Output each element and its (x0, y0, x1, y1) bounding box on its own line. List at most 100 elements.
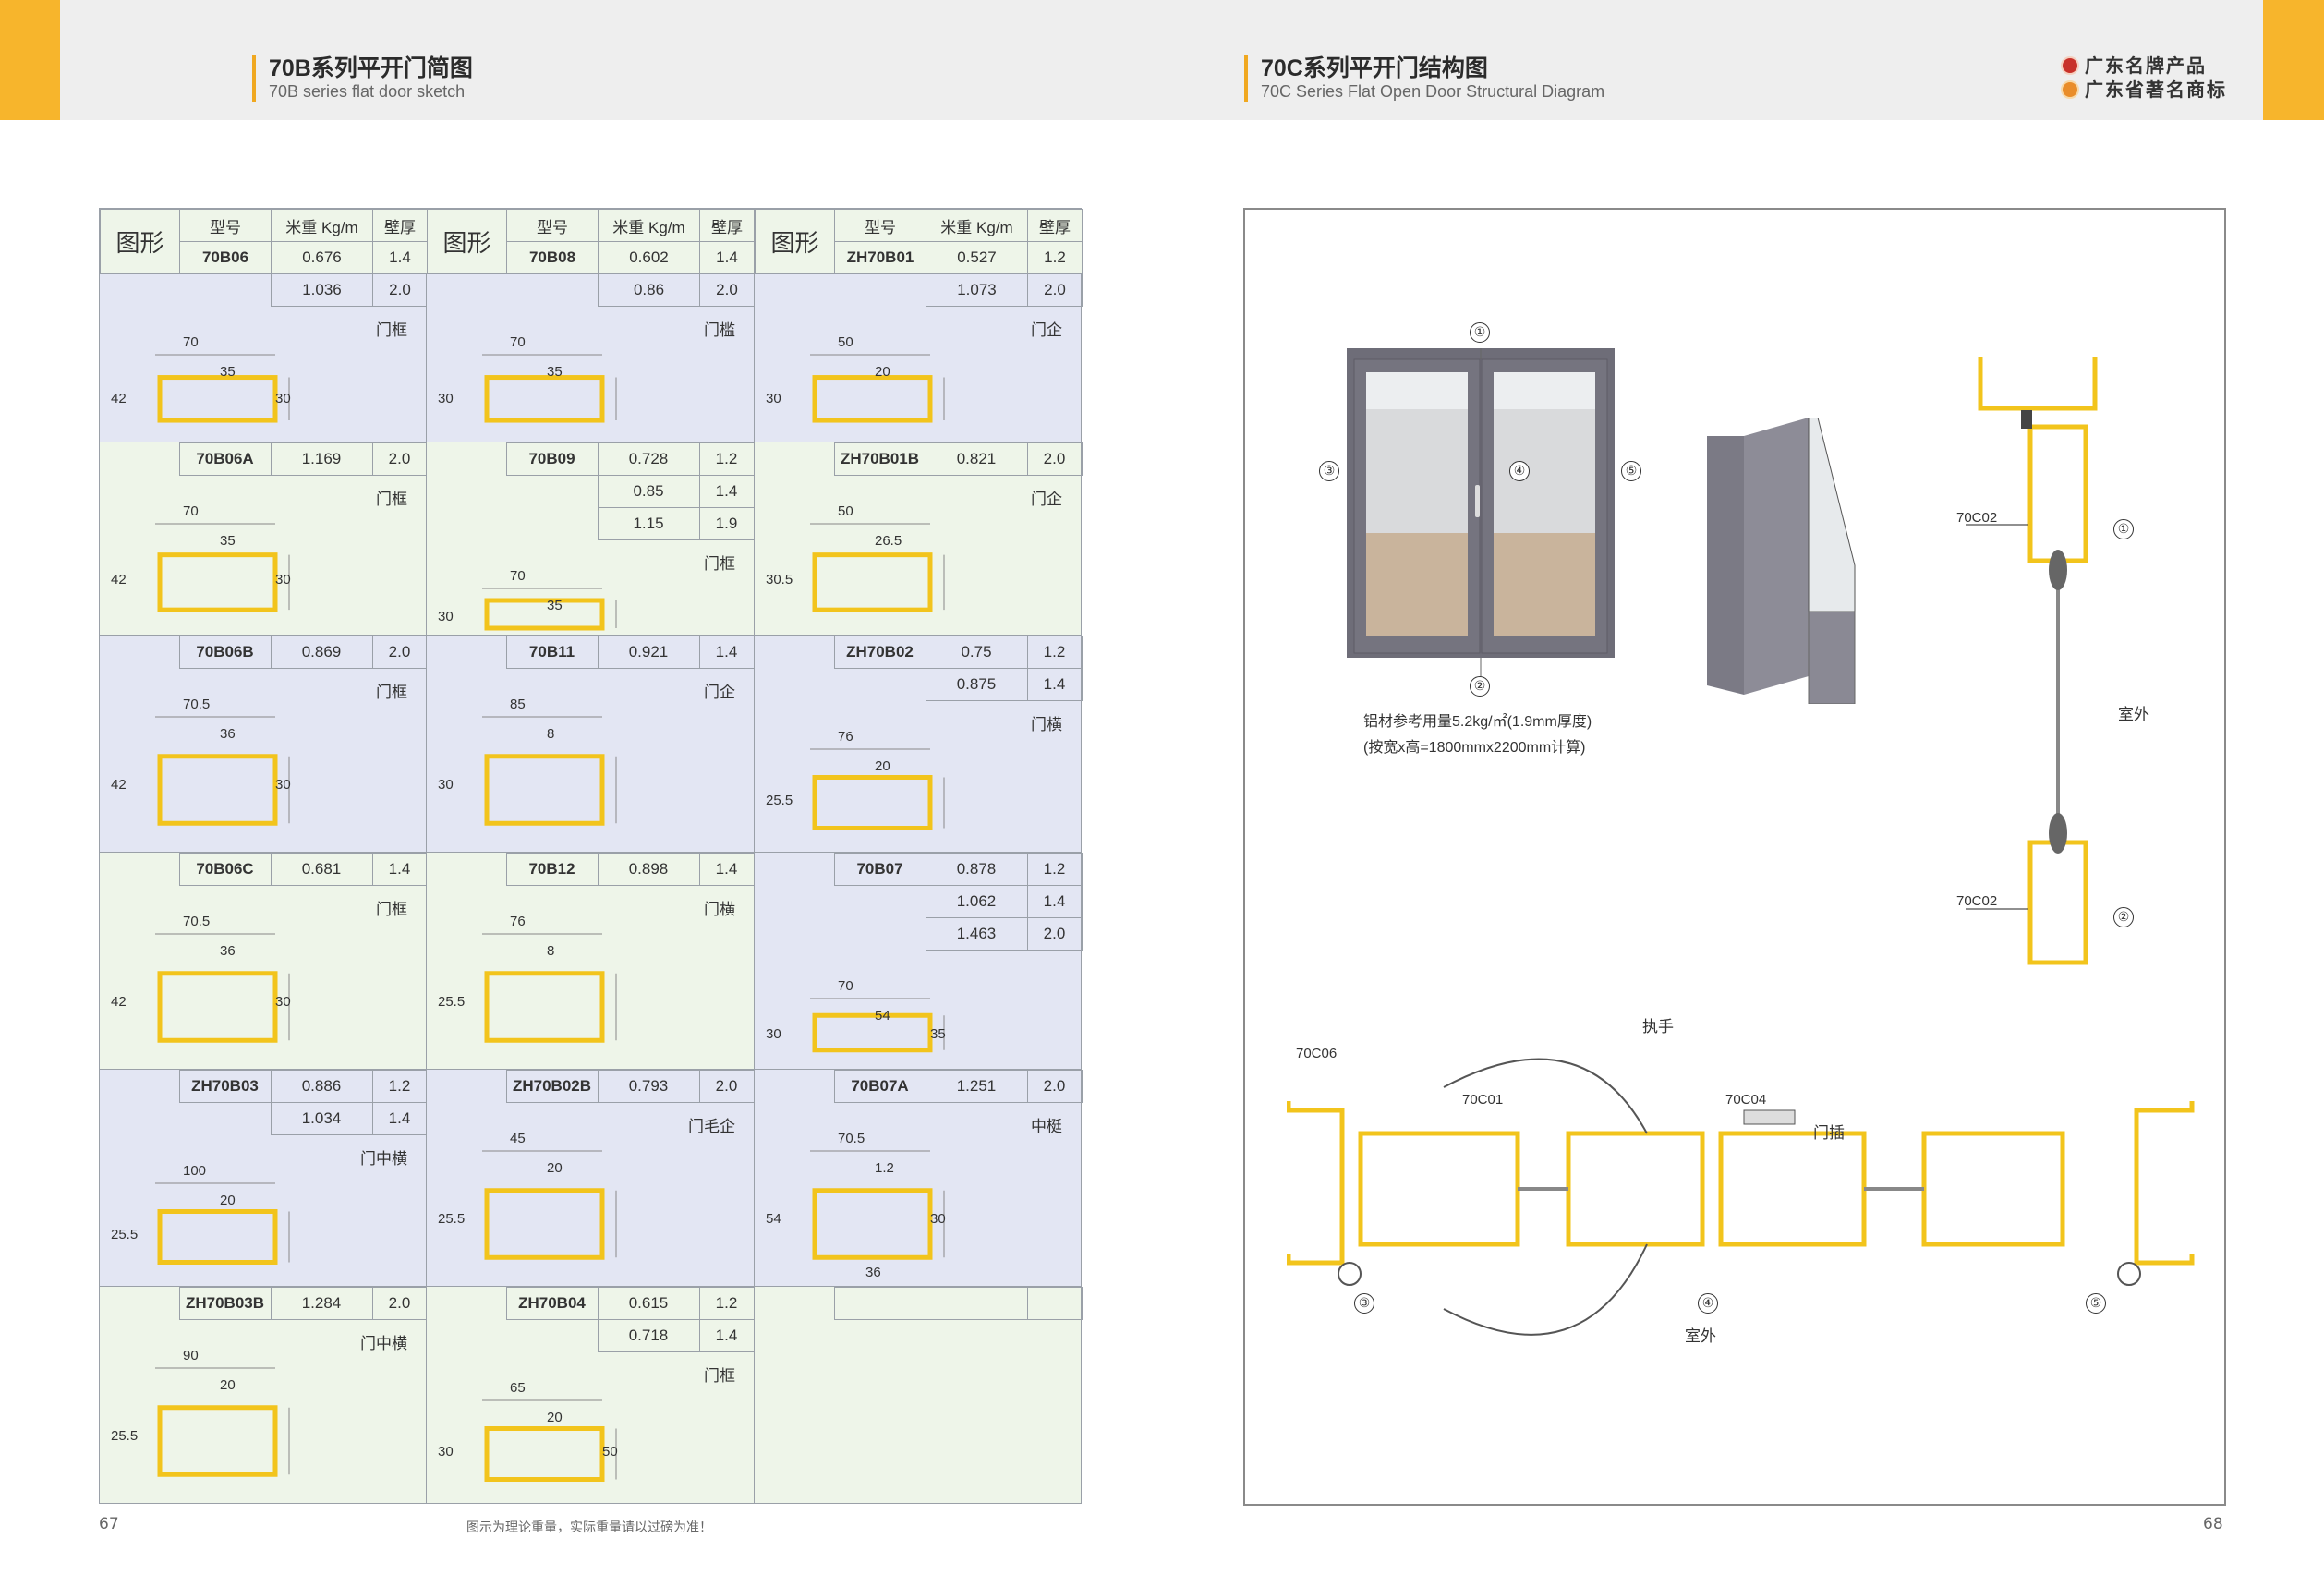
badge-label: 广东名牌产品 (2085, 55, 2207, 77)
model-number: ZH70B01 (834, 241, 926, 274)
callout-4: ④ (1509, 461, 1530, 481)
profile-3d-render (1707, 418, 1856, 704)
profile-section-drawing (482, 588, 617, 631)
model-number: ZH70B04 (505, 1287, 599, 1320)
dimension-label: 70.5 (183, 914, 211, 929)
thickness-value: 1.4 (1026, 885, 1083, 918)
thickness-header: 壁厚 (1027, 209, 1083, 242)
callout-2: ② (1470, 676, 1490, 697)
dimension-label: 70 (510, 568, 526, 584)
weight-header: 米重 Kg/m (271, 209, 373, 242)
weight-value: 0.821 (925, 442, 1028, 476)
thickness-value: 1.2 (1026, 636, 1083, 669)
weight-value: 0.793 (597, 1070, 700, 1103)
thickness-value: 2.0 (698, 1070, 755, 1103)
usage-note-1: 铝材参考用量5.2kg/㎡(1.9mm厚度) (1363, 714, 1592, 730)
dimension-label: 20 (220, 1193, 236, 1208)
left-accent-corner (0, 0, 60, 120)
shape-header: 图形 (755, 209, 835, 274)
weight-value (925, 1287, 1028, 1320)
profile-usage: 门中横 (360, 1335, 407, 1352)
label-latch: 门插 (1813, 1124, 1845, 1142)
profile-usage: 门框 (376, 321, 407, 339)
dimension-label: 30 (438, 776, 454, 793)
model-number: 70B06B (178, 636, 272, 669)
dimension-label: 36 (220, 943, 236, 959)
dimension-label: 30 (438, 1444, 454, 1460)
dimension-label: 42 (111, 390, 127, 406)
dimension-label: 36 (865, 1264, 881, 1280)
model-number: 70B11 (505, 636, 599, 669)
profile-section-drawing (155, 933, 290, 1043)
profile-usage: 门中横 (360, 1150, 407, 1168)
dimension-label: 20 (220, 1377, 236, 1393)
profile-usage: 中梃 (1031, 1118, 1062, 1135)
model-number: 70B07 (833, 853, 926, 886)
dimension-label: 65 (510, 1380, 526, 1396)
callout-4-section: ④ (1698, 1293, 1718, 1314)
label-70c04: 70C04 (1725, 1092, 1767, 1108)
right-title-cn: 70C系列平开门结构图 (1261, 55, 1488, 81)
model-header: 型号 (834, 209, 926, 242)
thickness-value: 1.2 (698, 1287, 755, 1320)
model-number: 70B06 (179, 241, 272, 274)
structure-diagram-frame: ① ② ③ ④ ⑤ 铝材参考用量5.2kg/㎡(1.9mm厚度) (按宽x高=1… (1243, 208, 2226, 1506)
dimension-label: 26.5 (875, 533, 902, 549)
profile-section-drawing (810, 1150, 945, 1260)
profile-usage: 门框 (376, 901, 407, 918)
thickness-value: 1.4 (372, 241, 428, 274)
callout-1: ① (1470, 322, 1490, 343)
horizontal-section-drawing (1287, 1058, 2195, 1336)
weight-header: 米重 Kg/m (598, 209, 700, 242)
profile-cell (754, 1286, 1083, 1504)
page-number-right: 68 (2203, 1515, 2223, 1533)
dimension-label: 70 (183, 503, 199, 519)
profile-section-drawing (482, 933, 617, 1043)
dimension-label: 85 (510, 697, 526, 712)
callout-5: ⑤ (1621, 461, 1641, 481)
weight-value: 0.869 (270, 636, 373, 669)
left-title-cn: 70B系列平开门简图 (269, 55, 473, 81)
thickness-value: 1.2 (698, 442, 755, 476)
thickness-header: 壁厚 (699, 209, 755, 242)
dimension-label: 42 (111, 776, 127, 793)
thickness-value: 2.0 (1026, 917, 1083, 951)
model-number: ZH70B03 (178, 1070, 272, 1103)
label-70c02-bottom: 70C02 (1956, 893, 1998, 909)
weight-value: 1.036 (271, 273, 373, 307)
right-title-en: 70C Series Flat Open Door Structural Dia… (1261, 82, 1605, 101)
thickness-header: 壁厚 (372, 209, 428, 242)
dimension-label: 70 (838, 978, 853, 994)
profile-section-drawing (810, 748, 945, 830)
callout-5-section: ⑤ (2086, 1293, 2106, 1314)
weight-value: 1.062 (925, 885, 1028, 918)
dimension-label: 70 (510, 334, 526, 350)
weight-value: 1.284 (270, 1287, 373, 1320)
thickness-value: 1.4 (371, 1102, 428, 1135)
profile-section-drawing (482, 1399, 617, 1482)
thickness-value: 2.0 (1026, 1070, 1083, 1103)
door-elevation-illustration (1347, 348, 1615, 677)
profile-usage: 门企 (1031, 321, 1062, 339)
callout-1-section: ① (2113, 519, 2134, 539)
weight-value: 1.15 (597, 507, 700, 540)
model-header: 型号 (506, 209, 599, 242)
thickness-value: 1.9 (698, 507, 755, 540)
label-outside-vertical: 室外 (2118, 706, 2149, 723)
weight-value: 1.034 (270, 1102, 373, 1135)
dimension-label: 20 (875, 758, 890, 774)
thickness-value: 1.2 (1027, 241, 1083, 274)
weight-value: 0.875 (925, 668, 1028, 701)
weight-value: 0.898 (597, 853, 700, 886)
profile-section-drawing (155, 523, 290, 612)
dimension-label: 25.5 (111, 1427, 139, 1444)
